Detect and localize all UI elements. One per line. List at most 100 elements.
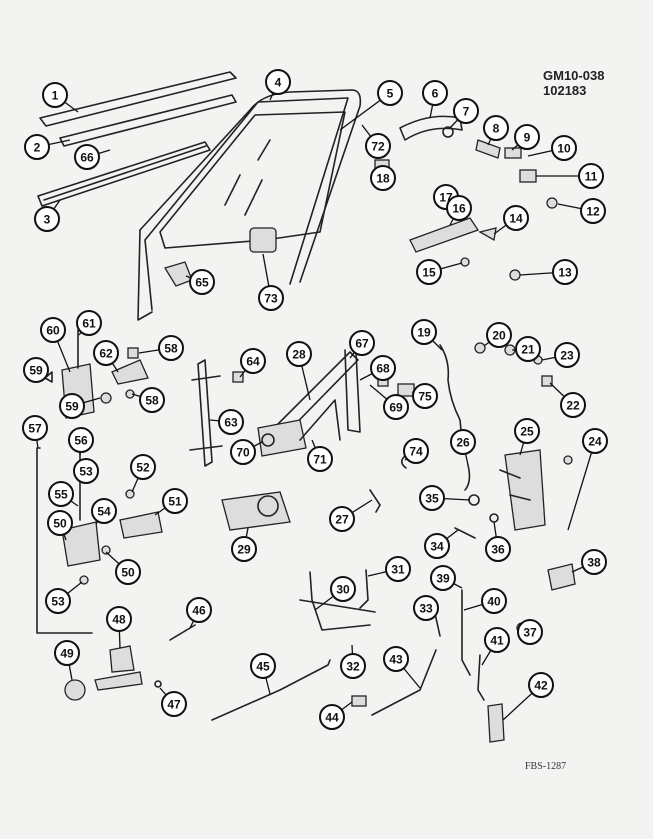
callout-circle bbox=[186, 597, 212, 623]
callout-44: 44 bbox=[319, 704, 345, 730]
window-regulator bbox=[261, 351, 359, 449]
callout-circle bbox=[515, 336, 541, 362]
callout-circle bbox=[412, 383, 438, 409]
callout-19: 19 bbox=[411, 319, 437, 345]
callout-24: 24 bbox=[582, 428, 608, 454]
callout-58: 58 bbox=[139, 387, 165, 413]
callout-8: 8 bbox=[483, 115, 509, 141]
callout-number: 36 bbox=[491, 543, 505, 557]
callout-7: 7 bbox=[453, 98, 479, 124]
callout-circle bbox=[383, 646, 409, 672]
callout-38: 38 bbox=[581, 549, 607, 575]
callout-number: 71 bbox=[313, 453, 327, 467]
callout-circle bbox=[139, 387, 165, 413]
callout-58: 58 bbox=[158, 335, 184, 361]
callout-circle bbox=[483, 115, 509, 141]
callout-circle bbox=[416, 259, 442, 285]
callout-circle bbox=[517, 619, 543, 645]
callout-number: 66 bbox=[80, 151, 94, 165]
callout-circle bbox=[73, 458, 99, 484]
callout-62: 62 bbox=[93, 340, 119, 366]
callout-47: 47 bbox=[161, 691, 187, 717]
callout-number: 16 bbox=[452, 202, 466, 216]
callout-number: 58 bbox=[145, 394, 159, 408]
callout-14: 14 bbox=[503, 205, 529, 231]
callout-51: 51 bbox=[162, 488, 188, 514]
door-latch bbox=[504, 449, 546, 531]
callout-number: 29 bbox=[237, 543, 251, 557]
callout-number: 10 bbox=[557, 142, 571, 156]
callout-54: 54 bbox=[91, 498, 117, 524]
callout-number: 59 bbox=[29, 364, 43, 378]
callout-66: 66 bbox=[74, 144, 100, 170]
callout-circle bbox=[115, 559, 141, 585]
callout-number: 2 bbox=[34, 141, 41, 155]
callout-59: 59 bbox=[59, 393, 85, 419]
callout-circle bbox=[218, 409, 244, 435]
callout-circle bbox=[377, 80, 403, 106]
callout-number: 33 bbox=[419, 602, 433, 616]
callout-68: 68 bbox=[370, 355, 396, 381]
callout-circle bbox=[48, 481, 74, 507]
callout-number: 27 bbox=[335, 513, 349, 527]
callout-circle bbox=[370, 355, 396, 381]
callout-61: 61 bbox=[76, 310, 102, 336]
callout-number: 28 bbox=[292, 348, 306, 362]
callout-number: 60 bbox=[46, 324, 60, 338]
callout-number: 47 bbox=[167, 698, 181, 712]
callout-circle bbox=[34, 206, 60, 232]
callout-circle bbox=[59, 393, 85, 419]
callout-circle bbox=[413, 595, 439, 621]
callout-63: 63 bbox=[218, 409, 244, 435]
callout-number: 53 bbox=[79, 465, 93, 479]
callout-circle bbox=[424, 533, 450, 559]
callout-circle bbox=[161, 691, 187, 717]
callout-1: 1 bbox=[42, 82, 68, 108]
callout-31: 31 bbox=[385, 556, 411, 582]
callout-circle bbox=[485, 536, 511, 562]
wiring-harness bbox=[439, 344, 463, 441]
callout-number: 38 bbox=[587, 556, 601, 570]
callout-27: 27 bbox=[329, 506, 355, 532]
lower-hinge bbox=[61, 521, 101, 567]
callout-number: 1 bbox=[52, 89, 59, 103]
callout-circle bbox=[481, 588, 507, 614]
callout-circle bbox=[22, 415, 48, 441]
callout-15: 15 bbox=[416, 259, 442, 285]
date-code: 102183 bbox=[543, 83, 587, 98]
callout-circle bbox=[74, 144, 100, 170]
callout-49: 49 bbox=[54, 640, 80, 666]
callout-number: 7 bbox=[463, 105, 470, 119]
callout-43: 43 bbox=[383, 646, 409, 672]
callout-circle bbox=[240, 348, 266, 374]
callout-56: 56 bbox=[68, 427, 94, 453]
callout-number: 43 bbox=[389, 653, 403, 667]
callout-number: 15 bbox=[422, 266, 436, 280]
callout-42: 42 bbox=[528, 672, 554, 698]
callout-26: 26 bbox=[450, 429, 476, 455]
callout-64: 64 bbox=[240, 348, 266, 374]
callout-number: 23 bbox=[560, 349, 574, 363]
callout-number: 45 bbox=[256, 660, 270, 674]
door-glass bbox=[159, 111, 346, 249]
callout-circle bbox=[265, 69, 291, 95]
callout-53: 53 bbox=[45, 588, 71, 614]
callout-circle bbox=[419, 485, 445, 511]
glass-sash bbox=[249, 227, 277, 253]
channel-strip-1 bbox=[39, 71, 237, 127]
callout-circle bbox=[40, 317, 66, 343]
callout-number: 70 bbox=[236, 446, 250, 460]
callout-16: 16 bbox=[446, 195, 472, 221]
callout-circle bbox=[385, 556, 411, 582]
window-motor bbox=[221, 491, 291, 531]
callout-10: 10 bbox=[551, 135, 577, 161]
callout-circle bbox=[349, 330, 375, 356]
callout-circle bbox=[330, 576, 356, 602]
callout-circle bbox=[446, 195, 472, 221]
callout-70: 70 bbox=[230, 439, 256, 465]
callout-number: 65 bbox=[195, 276, 209, 290]
callout-circle bbox=[329, 506, 355, 532]
callout-number: 56 bbox=[74, 434, 88, 448]
callout-number: 25 bbox=[520, 425, 534, 439]
